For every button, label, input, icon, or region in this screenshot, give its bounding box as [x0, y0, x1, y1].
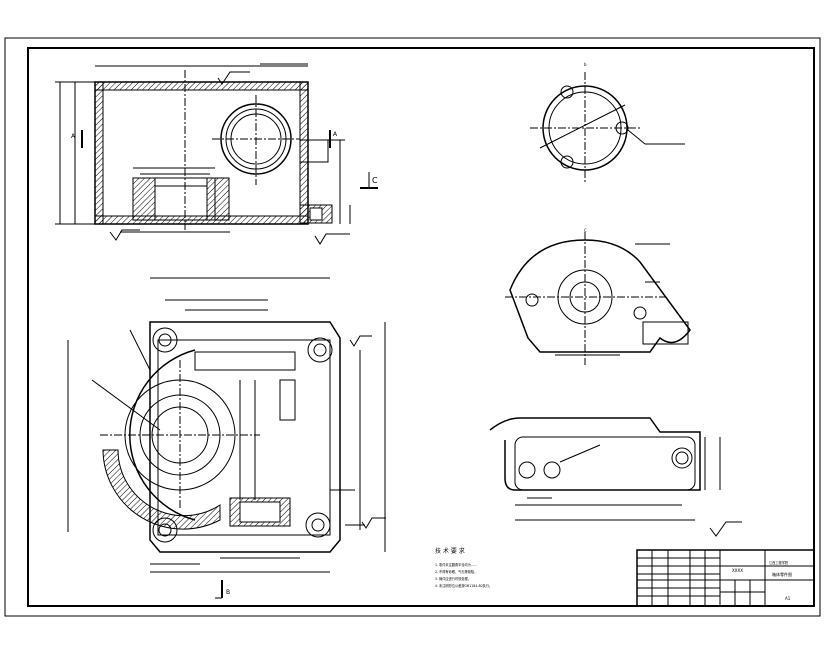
title-block-school: 江西工程学院: [769, 560, 789, 565]
tech-req-item-1: 1. 零件未注圆角半径均为……: [435, 562, 477, 567]
tech-req-item-3: 3. 铸件应进行时效处理。: [435, 576, 471, 581]
title-block-sheet-size: A1: [785, 596, 791, 601]
inner-frame: [27, 47, 815, 607]
tech-req-item-2: 2. 不得有砂眼、气孔等缺陷。: [435, 569, 477, 574]
view-b-top-label: b: [584, 62, 587, 67]
tech-req-item-4: 4. 未注明形位公差按GB1184-80执行。: [435, 583, 492, 588]
tech-req-heading: 技 术 要 求: [435, 547, 465, 555]
section-label-a-right: A: [333, 131, 338, 138]
title-block: [636, 549, 815, 607]
section-label-a-left: A: [71, 133, 76, 140]
section-label-b: B: [226, 589, 230, 596]
front-section-view: [55, 63, 378, 245]
top-view: [67, 277, 386, 599]
side-view: [489, 417, 742, 537]
title-block-part-name: 箱体零件图: [772, 571, 792, 577]
section-label-c: C: [372, 176, 378, 185]
title-block-drawing-no: XXXX: [732, 568, 743, 573]
view-b-circle: [530, 72, 685, 182]
outer-frame: [4, 37, 821, 617]
technical-requirements: 技 术 要 求 1. 零件未注圆角半径均为…… 2. 不得有砂眼、气孔等缺陷。 …: [435, 547, 492, 588]
view-c-top-label: C: [584, 228, 587, 233]
view-c: [505, 232, 691, 365]
